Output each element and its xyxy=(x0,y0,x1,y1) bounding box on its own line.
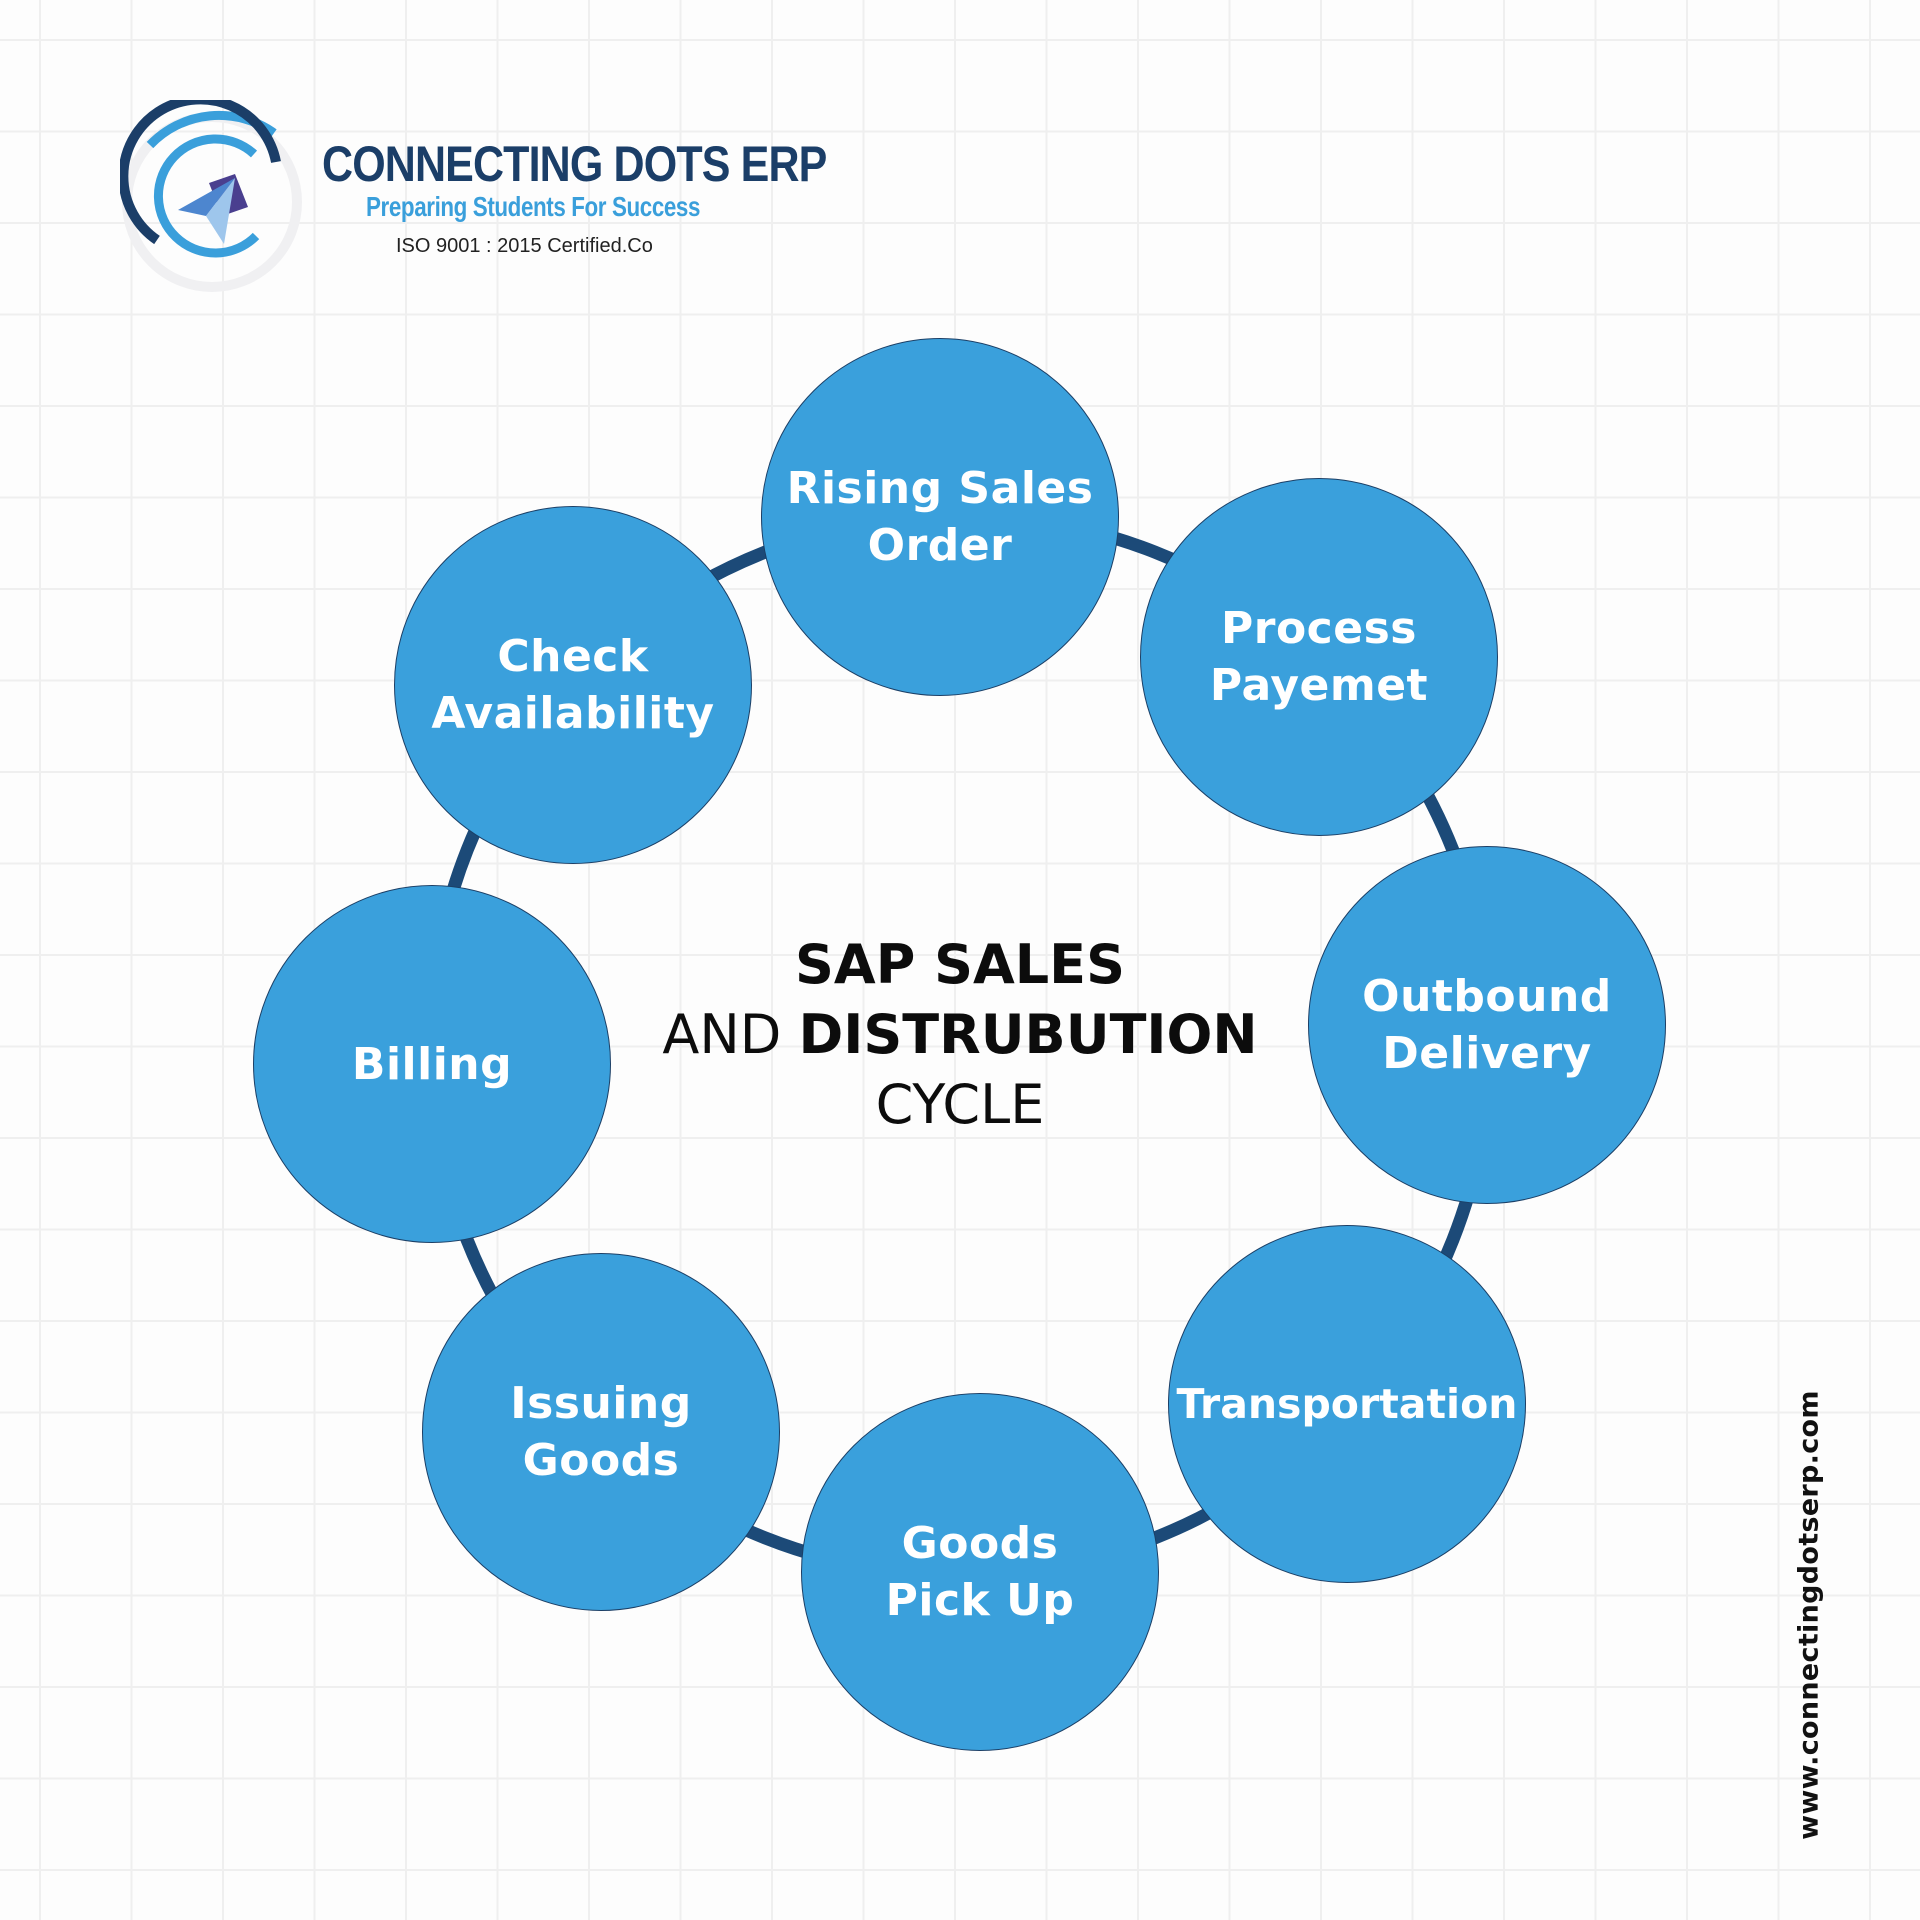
node-label: Rising Sales Order xyxy=(786,463,1094,571)
node-label: Transportation xyxy=(1176,1379,1518,1428)
title-line-1: SAP SALES xyxy=(795,933,1125,996)
node-label: Billing xyxy=(351,1038,513,1090)
title-line-2-bold: DISTRUBUTION xyxy=(798,1003,1258,1066)
brand-name: CONNECTING DOTS ERP xyxy=(322,136,827,192)
cycle-node-transportation: Transportation xyxy=(1168,1225,1526,1583)
node-label: Check Availability xyxy=(431,631,715,739)
node-label: Goods Pick Up xyxy=(885,1518,1075,1626)
title-line-2: AND DISTRUBUTION xyxy=(560,1000,1360,1070)
cycle-node-rising-sales-order: Rising Sales Order xyxy=(761,338,1119,696)
node-label: Outbound Delivery xyxy=(1362,971,1612,1079)
connecting-dots-logo-icon xyxy=(120,100,302,292)
cycle-node-check-availability: Check Availability xyxy=(394,506,752,864)
cycle-node-outbound-delivery: Outbound Delivery xyxy=(1308,846,1666,1204)
brand-tagline: Preparing Students For Success xyxy=(366,191,701,222)
title-line-3: CYCLE xyxy=(875,1073,1045,1136)
title-line-2-regular: AND xyxy=(662,1003,799,1066)
website-url: www.connectingdotserp.com xyxy=(1793,1390,1825,1840)
cycle-node-billing: Billing xyxy=(253,885,611,1243)
cycle-node-goods-pick-up: Goods Pick Up xyxy=(801,1393,1159,1751)
diagram-title: SAP SALES AND DISTRUBUTION CYCLE xyxy=(560,930,1360,1140)
node-label: Issuing Goods xyxy=(510,1378,692,1486)
iso-certification: ISO 9001 : 2015 Certified.Co xyxy=(396,235,653,257)
cycle-node-process-payment: Process Payemet xyxy=(1140,478,1498,836)
cycle-node-issuing-goods: Issuing Goods xyxy=(422,1253,780,1611)
node-label: Process Payemet xyxy=(1209,603,1429,711)
